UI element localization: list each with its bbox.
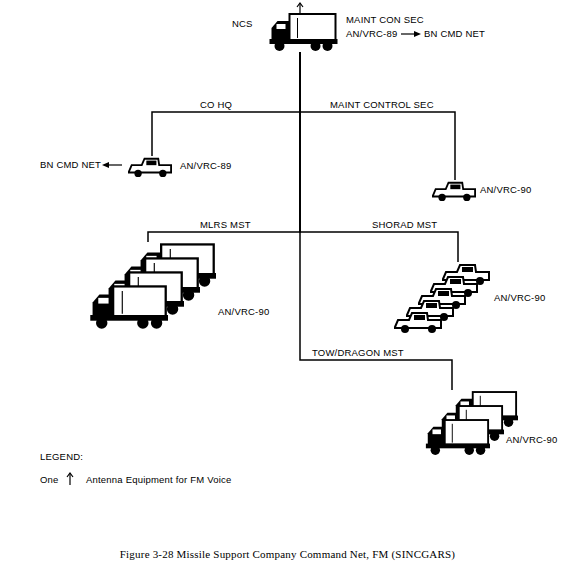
branch-label: MLRS MST bbox=[200, 219, 251, 230]
figure-caption: Figure 3-28 Missile Support Company Comm… bbox=[0, 549, 575, 560]
shorad-jeep bbox=[395, 313, 441, 333]
station-name: NCS bbox=[232, 18, 253, 29]
station-node: AN/VRC-90 bbox=[430, 180, 478, 202]
radio-label: AN/VRC-89 bbox=[346, 28, 397, 39]
station-node: AN/VRC-90 bbox=[88, 242, 216, 330]
maint-jeep bbox=[433, 183, 475, 201]
branch-label: MAINT CONTROL SEC bbox=[330, 99, 434, 110]
station-node: NCSMAINT CON SECAN/VRC-89 bbox=[262, 14, 342, 52]
station-node: AN/VRC-90 bbox=[424, 390, 518, 456]
antenna-symbol bbox=[297, 3, 303, 14]
branch-label: TOW/DRAGON MST bbox=[312, 347, 404, 358]
mlrs-truck bbox=[90, 286, 168, 328]
net-label: One bbox=[40, 474, 59, 485]
net-label: BN CMD NET bbox=[40, 159, 101, 170]
net-connector bbox=[148, 52, 300, 242]
radio-label: MAINT CON SEC bbox=[346, 14, 424, 25]
net-label: LEGEND: bbox=[40, 451, 83, 462]
station-node: AN/VRC-89 bbox=[126, 156, 174, 178]
net-connector bbox=[152, 52, 300, 156]
radio-label: AN/VRC-90 bbox=[506, 434, 557, 445]
net-connector bbox=[300, 52, 452, 390]
net-connector bbox=[300, 52, 455, 180]
net-arrow bbox=[401, 31, 421, 37]
net-label: BN CMD NET bbox=[424, 28, 485, 39]
branch-label: SHORAD MST bbox=[372, 219, 437, 230]
legend-text: Antenna Equipment for FM Voice bbox=[86, 474, 231, 485]
radio-label: AN/VRC-90 bbox=[480, 184, 531, 195]
radio-label: AN/VRC-90 bbox=[218, 306, 269, 317]
radio-label: AN/VRC-90 bbox=[494, 292, 545, 303]
station-node: AN/VRC-90 bbox=[392, 262, 492, 334]
net-arrow bbox=[102, 162, 122, 168]
antenna-symbol bbox=[67, 473, 73, 485]
net-connector bbox=[300, 52, 458, 262]
co-hq-jeep bbox=[129, 159, 171, 177]
radio-label: AN/VRC-89 bbox=[180, 160, 231, 171]
branch-label: CO HQ bbox=[200, 99, 232, 110]
ncs-truck bbox=[270, 14, 338, 51]
tow-truck bbox=[426, 420, 490, 455]
